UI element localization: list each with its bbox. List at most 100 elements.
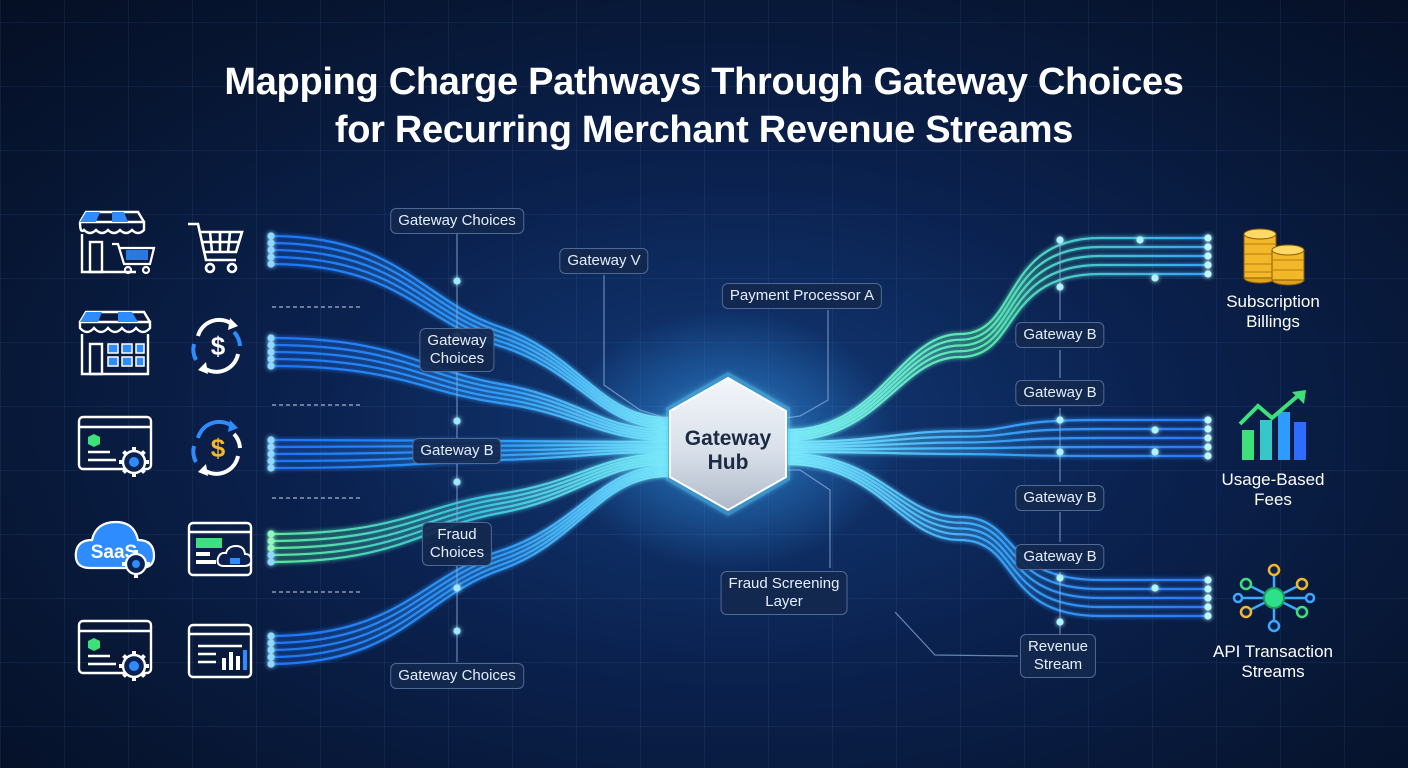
input-node-dot (267, 443, 275, 451)
input-node-dot (267, 464, 275, 472)
left-pathway-line (269, 350, 669, 437)
pathway-node-dot (453, 277, 461, 285)
output-label-line: Streams (1241, 662, 1305, 681)
input-node-dot (267, 450, 275, 458)
right-pathway-line (787, 452, 1210, 582)
pathway-node-dot (1151, 274, 1159, 282)
input-node-dot (267, 436, 275, 444)
input-node-dot (267, 537, 275, 545)
label-connectors (456, 232, 1061, 662)
pathway-node-dot (1056, 236, 1064, 244)
browser-chart-icon (187, 623, 253, 679)
output-node-dot (1204, 416, 1212, 424)
output-label-line: Billings (1246, 312, 1300, 331)
label-line: Choices (429, 544, 485, 561)
right-pathways (787, 236, 1210, 618)
output-node-dot (1204, 261, 1212, 269)
growth-chart-icon (1238, 390, 1306, 460)
label-line: Fraud (437, 526, 477, 543)
input-node-dot (267, 558, 275, 566)
pathway-node-dot (1056, 416, 1064, 424)
left-pathway-line (269, 452, 669, 536)
input-node-dot (267, 232, 275, 240)
row-separators (272, 306, 362, 593)
network-nodes-icon (1232, 563, 1316, 633)
left-pathway-line (269, 357, 669, 439)
right-pathway-line (787, 462, 1210, 618)
left-pathway-line (269, 248, 669, 425)
input-node-dot (267, 260, 275, 268)
pathway-node-dot (1056, 448, 1064, 456)
title-line-1: Mapping Charge Pathways Through Gateway … (224, 61, 1184, 103)
input-node-dot (267, 334, 275, 342)
output-node-dot (1204, 270, 1212, 278)
pathway-node-dot (453, 584, 461, 592)
output-node-dot (1204, 594, 1212, 602)
input-node-dot (267, 239, 275, 247)
pathway-node-dot (1056, 283, 1064, 291)
output-label-line: Usage-Based (1221, 470, 1325, 489)
output-node-dot (1204, 252, 1212, 260)
output-node-dot (1204, 234, 1212, 242)
left-pathway-line (269, 241, 669, 422)
shopping-cart-icon (188, 222, 244, 274)
pathway-node-dot (1151, 448, 1159, 456)
output-label-line: Fees (1254, 490, 1292, 509)
output-node-dot (1204, 585, 1212, 593)
input-node-dot (267, 457, 275, 465)
input-node-dot (267, 639, 275, 647)
output-node-dot (1204, 603, 1212, 611)
output-node-dot (1204, 243, 1212, 251)
right-pathway-line (787, 450, 1210, 458)
hub-label-line-2: Hub (707, 451, 749, 474)
right-pathway-line (787, 418, 1210, 444)
pathway-node-dot (453, 478, 461, 486)
input-node-dot (267, 246, 275, 254)
saas-cloud-icon: SaaS (74, 520, 156, 578)
input-node-dot (267, 551, 275, 559)
storefront-icon (78, 310, 152, 376)
output-node-dot (1204, 576, 1212, 584)
right-pathway-line (787, 245, 1210, 434)
label-gateway-choices-bottom: Gateway Choices (390, 663, 524, 689)
recurring-dollar-icon: $ (191, 317, 242, 374)
pathway-node-dot (1151, 426, 1159, 434)
label-gateway-b-right-1: Gateway B (1015, 322, 1105, 348)
left-pathway-line (269, 462, 669, 564)
label-gateway-b-right-2: Gateway B (1015, 380, 1105, 406)
left-pathway-line (269, 343, 669, 434)
label-gateway-b-left: Gateway B (412, 438, 502, 464)
svg-text:$: $ (211, 331, 226, 361)
gateway-hub-label: Gateway Hub (685, 427, 771, 475)
pathway-node-dot (1151, 584, 1159, 592)
left-pathway-line (269, 469, 669, 652)
pathway-node-dot (1136, 236, 1144, 244)
browser-settings-icon (77, 619, 153, 681)
left-pathway-line (269, 234, 669, 420)
left-pathway-line (269, 255, 669, 427)
right-pathway-line (787, 436, 1210, 449)
pathway-node-dot (1056, 574, 1064, 582)
pathway-node-dot (1056, 618, 1064, 626)
label-line: Revenue (1027, 638, 1089, 655)
left-pathway-line (269, 467, 669, 645)
left-pathways (269, 234, 669, 666)
input-node-dot (267, 253, 275, 261)
left-pathway-line (269, 364, 669, 442)
right-pathway-line (787, 445, 1210, 451)
pathway-node-dot (453, 417, 461, 425)
saas-text: SaaS (91, 542, 137, 563)
output-node-dot (1204, 434, 1212, 442)
label-gateway-choices-top: Gateway Choices (390, 208, 524, 234)
left-pathway-line (269, 457, 669, 550)
output-usage-based-fees: Usage-Based Fees (1221, 470, 1324, 510)
output-node-dot (1204, 443, 1212, 451)
output-subscription-billings: Subscription Billings (1226, 292, 1320, 332)
right-pathway-line (787, 455, 1210, 591)
right-pathway-line (787, 254, 1210, 437)
input-node-dot (267, 530, 275, 538)
label-payment-processor-a: Payment Processor A (721, 283, 883, 309)
storefront-cart-icon (78, 210, 156, 275)
hub-label-line-1: Gateway (684, 427, 772, 450)
input-node-dot (267, 341, 275, 349)
